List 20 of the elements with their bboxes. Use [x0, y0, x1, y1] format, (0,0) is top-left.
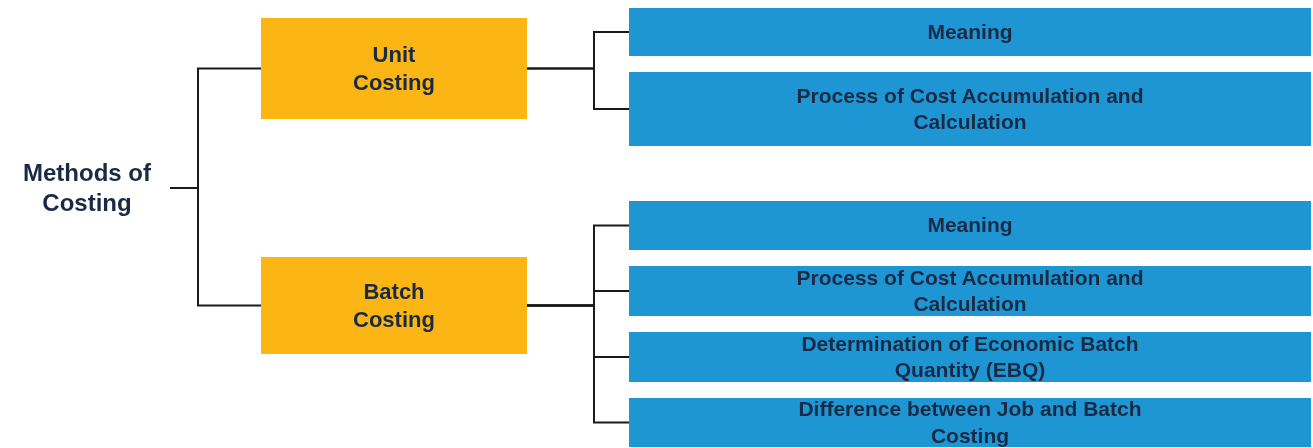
node-text: Meaning: [926, 212, 1014, 239]
node-text: Process of Cost Accumulation and Calculation: [795, 264, 1145, 317]
node-text: Process of Cost Accumulation and Calculation: [795, 82, 1145, 135]
node-text: Difference between Job and Batch Costing: [797, 396, 1143, 448]
topic-box: [629, 332, 1311, 382]
topic-box: [629, 8, 1311, 56]
connector-line: [526, 304, 630, 424]
node-text: Batch Costing: [352, 278, 436, 333]
topic-box: [629, 398, 1311, 447]
topic-box: [629, 266, 1311, 316]
node-text: Methods of Costing: [22, 158, 152, 218]
connector-line: [526, 67, 630, 110]
topic-box: [629, 72, 1311, 146]
topic-box: [629, 201, 1311, 250]
node-text: Meaning: [926, 18, 1014, 45]
node-text: Determination of Economic Batch Quantity (EBQ): [800, 330, 1140, 383]
category-box: [261, 18, 527, 119]
category-box: [261, 257, 527, 354]
node-text: Unit Costing: [352, 41, 436, 96]
connector-line: [169, 187, 262, 307]
